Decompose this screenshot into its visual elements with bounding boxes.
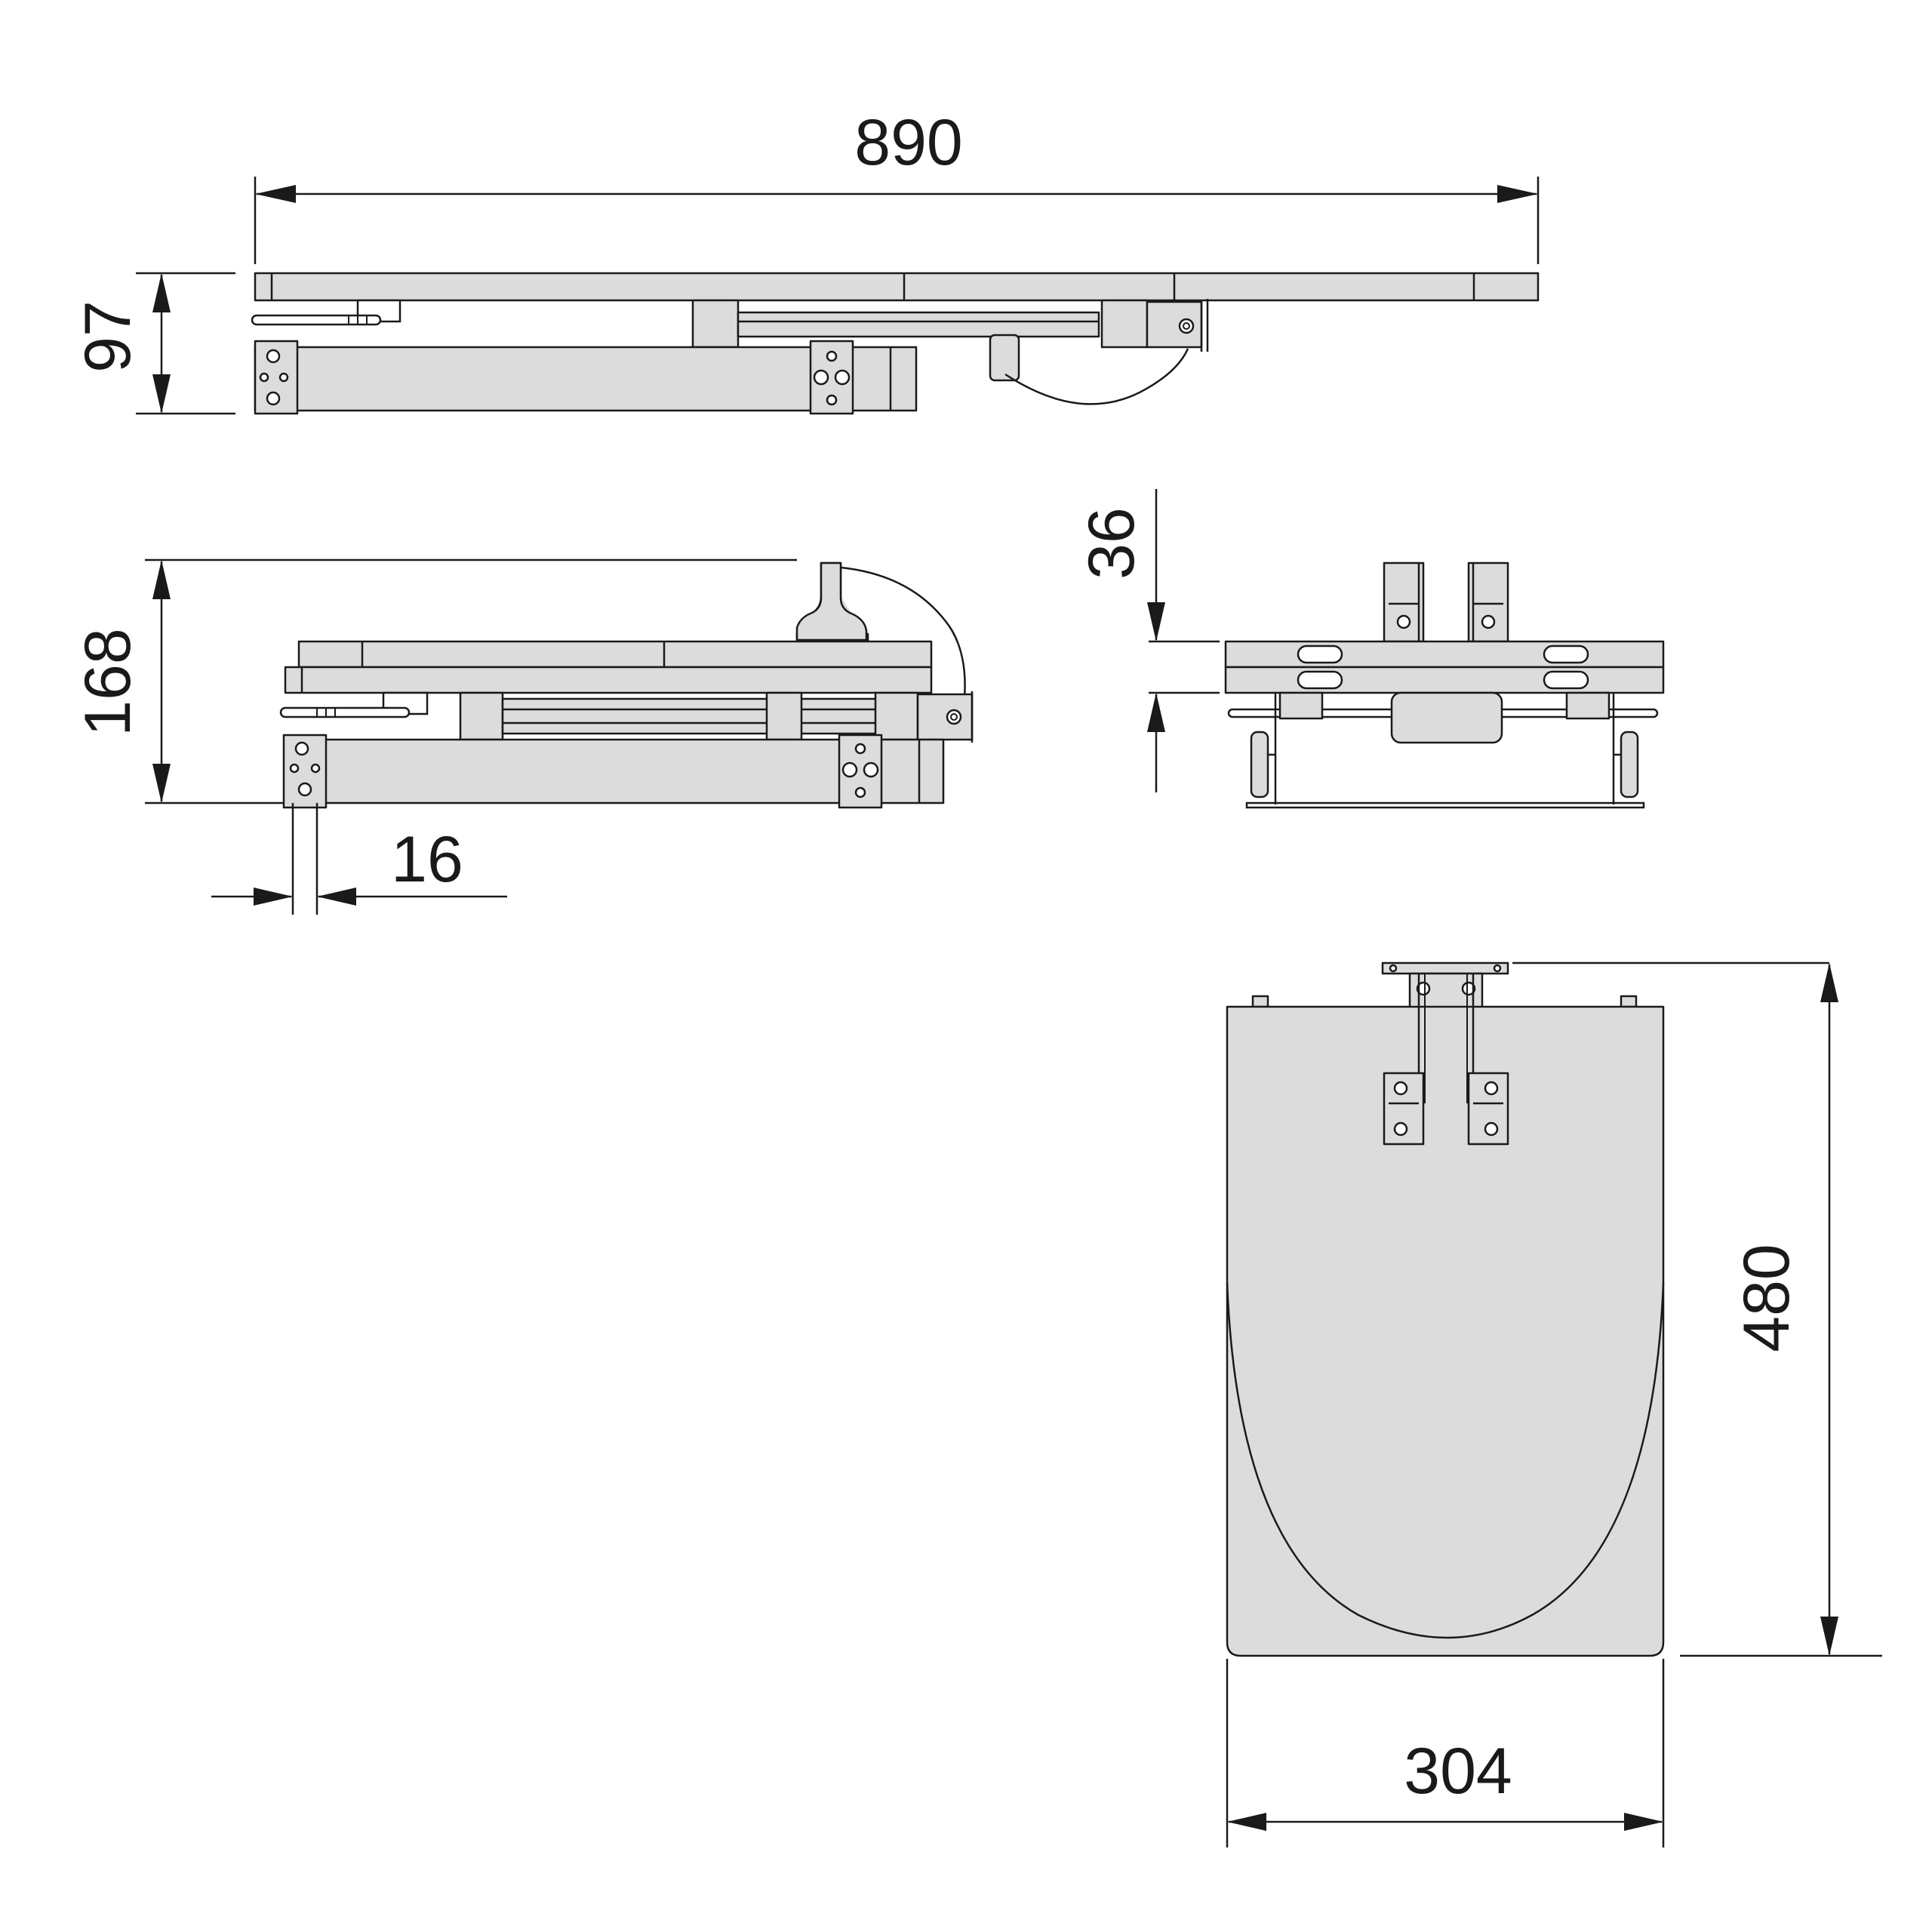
dimension-board-depth: 480 [1512, 961, 1882, 1657]
side-view-extended [251, 272, 1540, 415]
front-view [1224, 561, 1665, 809]
plan-view [1226, 961, 1665, 1657]
dim-label-16: 16 [391, 823, 463, 896]
dimension-overall-length: 890 [254, 106, 1540, 264]
dim-label-168: 168 [72, 628, 144, 737]
dimension-board-width: 304 [1226, 1659, 1665, 1847]
dimension-bracket-height: 36 [1075, 489, 1220, 792]
dimension-folded-height: 97 [72, 272, 235, 415]
dim-label-36: 36 [1075, 507, 1148, 580]
dim-label-97: 97 [72, 300, 144, 373]
dim-label-890: 890 [854, 106, 963, 179]
dim-label-480: 480 [1730, 1244, 1803, 1352]
side-view-folded [279, 561, 974, 809]
dim-label-304: 304 [1404, 1735, 1512, 1807]
dimension-open-height: 168 [72, 558, 797, 804]
dimension-plate-thickness: 16 [211, 803, 507, 915]
